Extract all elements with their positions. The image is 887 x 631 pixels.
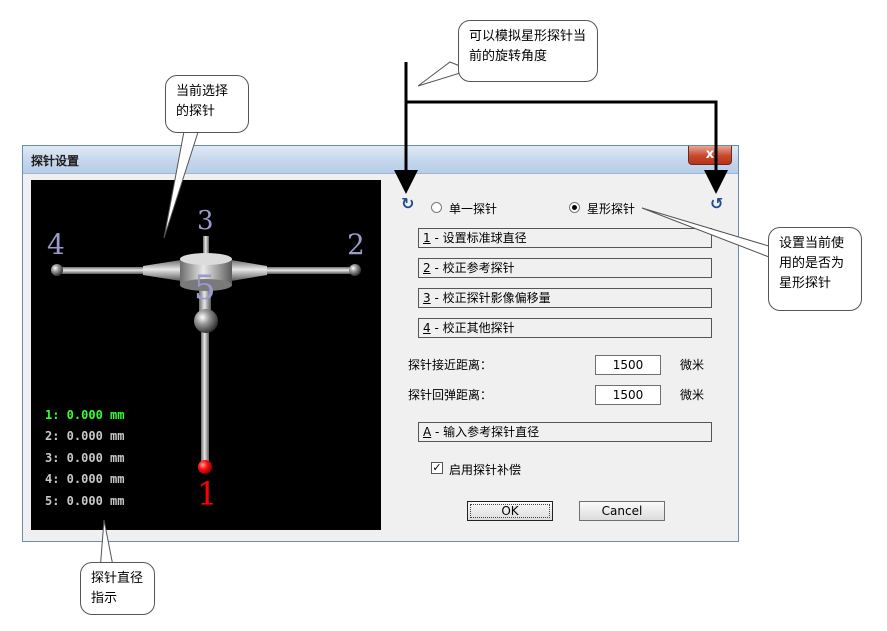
calibrate-offset-button[interactable]: 3 - 校正探针影像偏移量 (418, 288, 712, 308)
title-bar[interactable]: 探针设置 x (23, 146, 738, 174)
dialog-title: 探针设置 (31, 154, 80, 168)
probe-settings-dialog: 探针设置 x (22, 145, 739, 542)
probe-ball-4[interactable] (51, 264, 63, 276)
calibrate-other-button[interactable]: 4 - 校正其他探针 (418, 318, 712, 338)
diameter-readout-4: 4: 0.000 mm (45, 472, 125, 486)
callout-star-mode: 设置当前使用的是否为星形探针 (768, 227, 862, 311)
probe-viewport[interactable]: 3 4 2 5 1 1: 0.000 mm 2: 0.000 mm 3: 0.0… (31, 180, 381, 530)
diameter-readout-3: 3: 0.000 mm (45, 451, 125, 465)
cancel-button[interactable]: Cancel (579, 501, 665, 521)
top-stylus (203, 236, 209, 260)
probe-ball-5[interactable] (194, 309, 218, 333)
approach-distance-label: 探针接近距离： (408, 358, 493, 372)
input-reference-diameter-button[interactable]: A - 输入参考探针直径 (418, 422, 712, 442)
probe-model (51, 236, 361, 474)
diameter-readout-1: 1: 0.000 mm (45, 408, 125, 422)
diameter-readout-2: 2: 0.000 mm (45, 429, 125, 443)
retract-distance-label: 探针回弹距离： (408, 388, 493, 402)
compensation-label: 启用探针补偿 (449, 463, 522, 477)
single-probe-radio[interactable] (431, 202, 442, 213)
rotate-left-icon[interactable]: ↻ (401, 194, 415, 213)
callout-diameter: 探针直径指示 (80, 562, 155, 615)
calibrate-reference-button[interactable]: 2 - 校正参考探针 (418, 258, 712, 278)
probe-ball-1[interactable] (198, 460, 212, 474)
dialog-client: 3 4 2 5 1 1: 0.000 mm 2: 0.000 mm 3: 0.0… (27, 176, 734, 537)
close-icon: x (705, 147, 715, 162)
probe-label-4: 4 (47, 228, 65, 261)
probe-label-3: 3 (197, 206, 214, 236)
probe-label-1: 1 (197, 475, 218, 513)
single-probe-label: 单一探针 (449, 202, 498, 216)
rotate-right-icon[interactable]: ↺ (710, 194, 724, 213)
callout-rotation: 可以模拟星形探针当前的旋转角度 (458, 20, 598, 82)
ok-button[interactable]: OK (467, 501, 553, 521)
diameter-readout-5: 5: 0.000 mm (45, 494, 125, 508)
retract-distance-input[interactable]: 1500 (595, 385, 661, 405)
close-button[interactable]: x (688, 146, 732, 165)
set-standard-ball-button[interactable]: 1 - 设置标准球直径 (418, 228, 712, 248)
probe-label-2: 2 (347, 228, 365, 261)
probe-label-5: 5 (194, 268, 216, 308)
retract-unit: 微米 (680, 388, 705, 402)
compensation-checkbox[interactable]: ✓ (431, 461, 443, 474)
vertical-stylus (201, 330, 209, 464)
approach-unit: 微米 (680, 358, 705, 372)
star-probe-radio[interactable] (569, 202, 580, 213)
approach-distance-input[interactable]: 1500 (595, 355, 661, 375)
probe-ball-2[interactable] (349, 264, 361, 276)
star-probe-label: 星形探针 (587, 202, 636, 216)
callout-current-probe: 当前选择的探针 (165, 75, 249, 133)
